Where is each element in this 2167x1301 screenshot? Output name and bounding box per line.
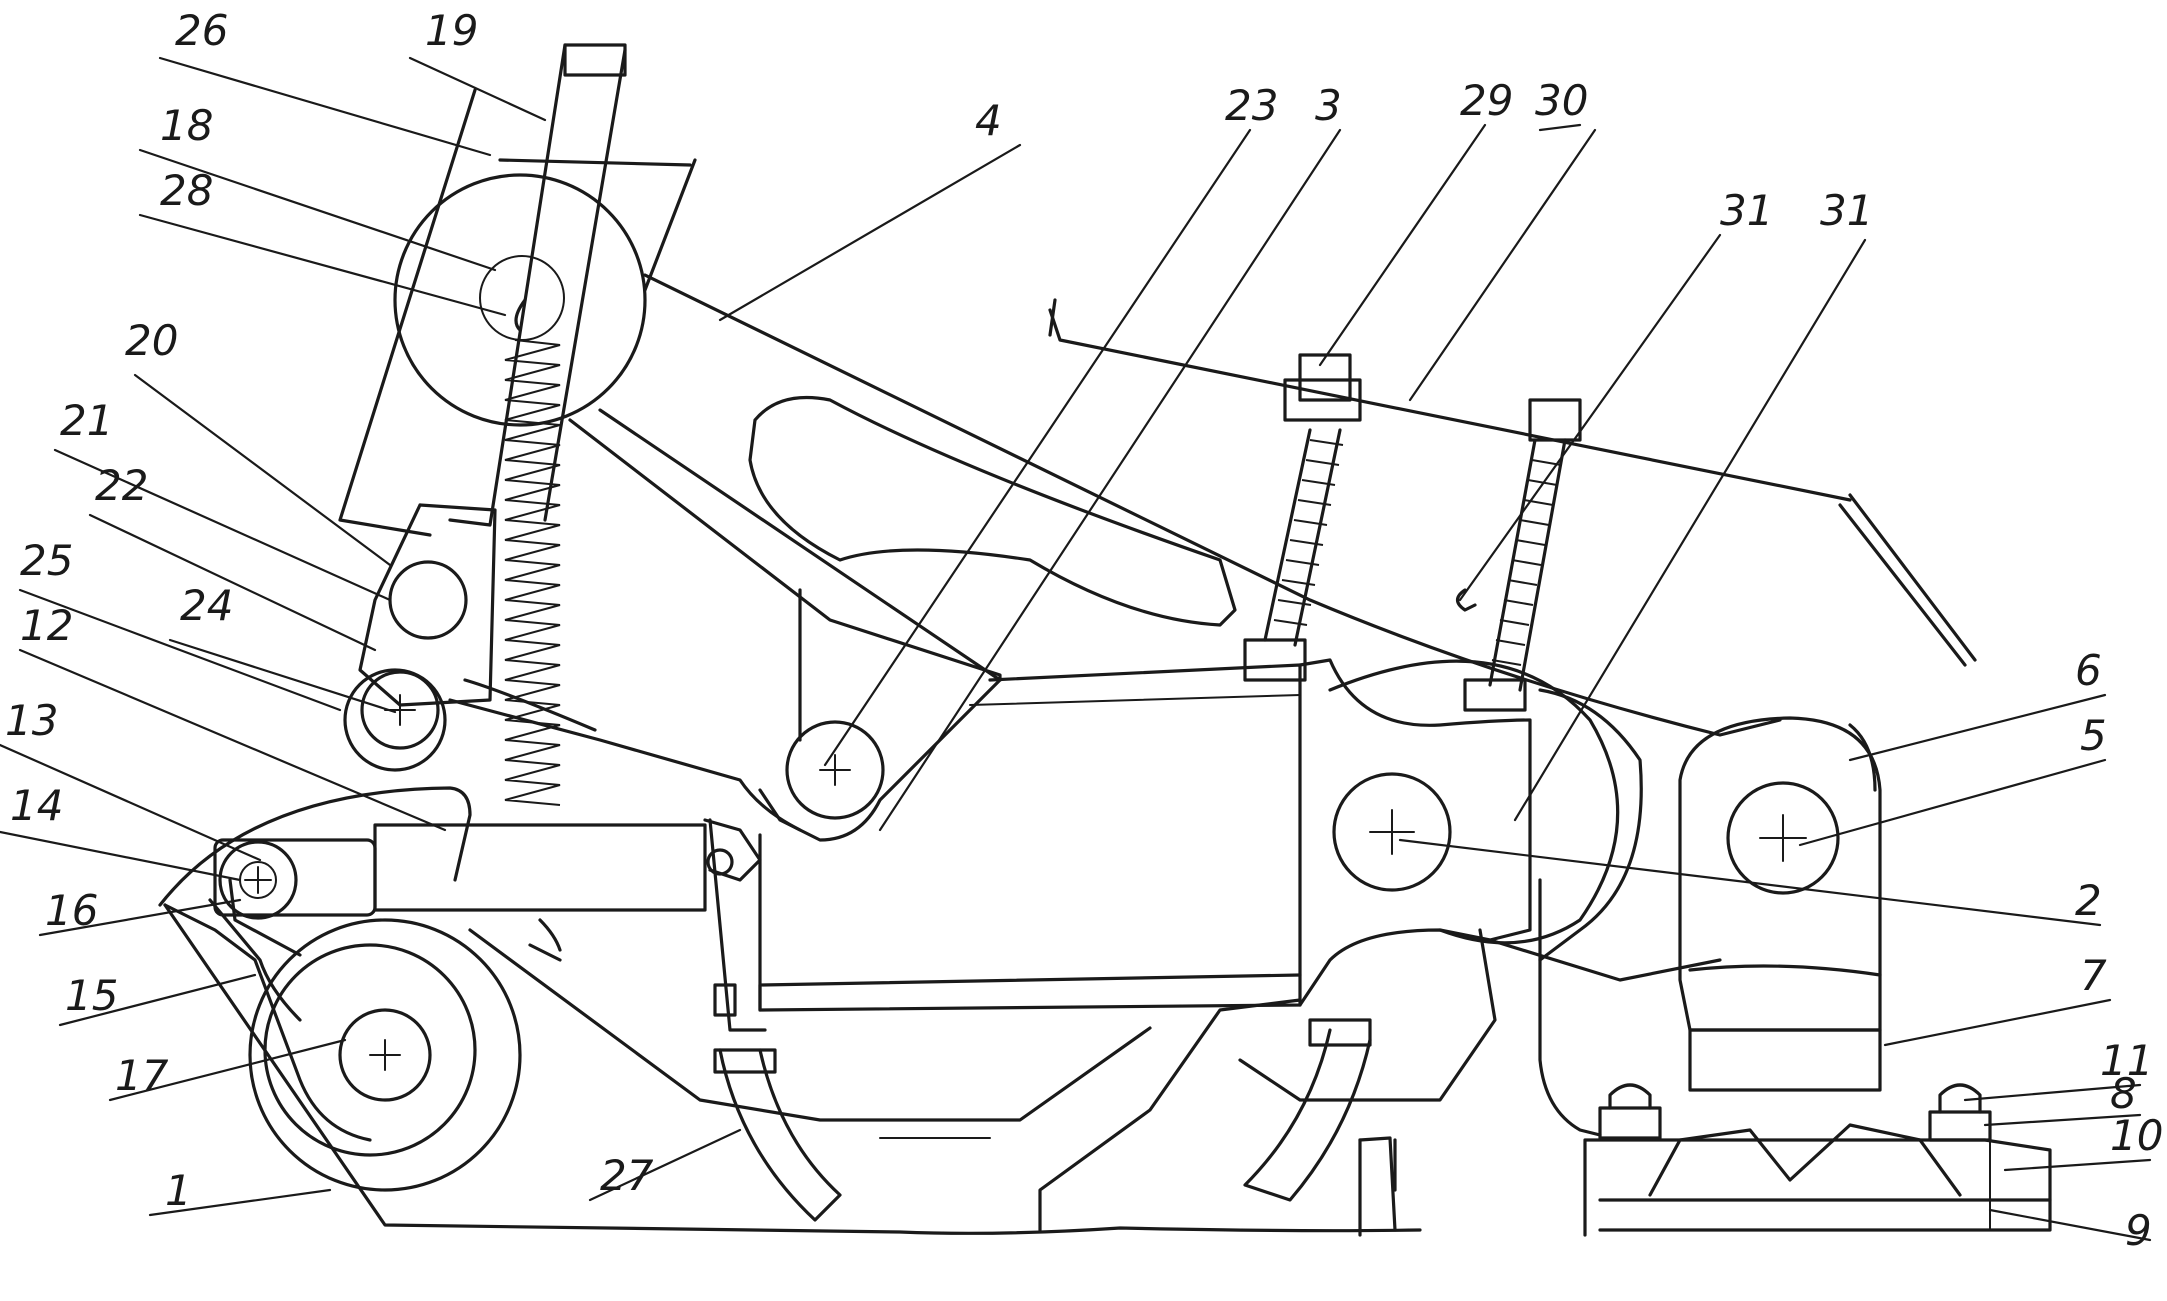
label-19: 19 — [425, 6, 478, 55]
spring — [504, 298, 562, 962]
label-26: 26 — [175, 6, 228, 55]
main-lever — [393, 173, 1782, 842]
label-20: 20 — [125, 316, 178, 365]
label-4: 4 — [975, 96, 1002, 145]
frame-base — [163, 878, 1722, 1235]
leader-lines — [0, 56, 2152, 1242]
rail-assembly — [1583, 1083, 2052, 1237]
label-29: 29 — [1460, 76, 1513, 125]
label-25: 25 — [20, 536, 73, 585]
horizontal-link — [213, 818, 762, 920]
label-22: 22 — [95, 461, 148, 510]
label-28: 28 — [160, 166, 213, 215]
label-9: 9 — [2125, 1206, 2152, 1255]
wheel-assembly — [158, 786, 522, 1192]
label-15: 15 — [65, 971, 118, 1020]
label-17: 17 — [115, 1051, 169, 1100]
label-10: 10 — [2110, 1111, 2163, 1160]
part-labels: 26 19 18 28 20 21 22 25 12 24 13 14 16 1… — [5, 6, 2163, 1255]
adjusting-rod — [1048, 298, 1977, 712]
label-18: 18 — [160, 101, 213, 150]
label-23: 23 — [1225, 81, 1278, 130]
label-7: 7 — [2080, 951, 2107, 1000]
label-5: 5 — [2080, 711, 2107, 760]
label-14: 14 — [10, 781, 63, 830]
pivot-housing — [1328, 659, 1643, 962]
label-11: 11 — [2100, 1036, 2153, 1085]
label-3: 3 — [1315, 81, 1342, 130]
label-2: 2 — [2075, 876, 2102, 925]
label-31-a: 31 — [1720, 186, 1773, 235]
bracket-right — [1678, 716, 1882, 1092]
label-16: 16 — [45, 886, 98, 935]
label-13: 13 — [5, 696, 58, 745]
label-30: 30 — [1535, 76, 1588, 125]
label-24: 24 — [180, 581, 233, 630]
vertical-column — [338, 43, 697, 772]
label-8: 8 — [2110, 1069, 2137, 1118]
label-21: 21 — [60, 396, 113, 445]
cylinder-body — [708, 658, 1532, 1032]
ripper-tines — [713, 1018, 1372, 1237]
label-1: 1 — [165, 1166, 192, 1215]
label-27: 27 — [600, 1151, 654, 1200]
label-6: 6 — [2075, 646, 2102, 695]
label-12: 12 — [20, 601, 73, 650]
label-31-b: 31 — [1820, 186, 1873, 235]
